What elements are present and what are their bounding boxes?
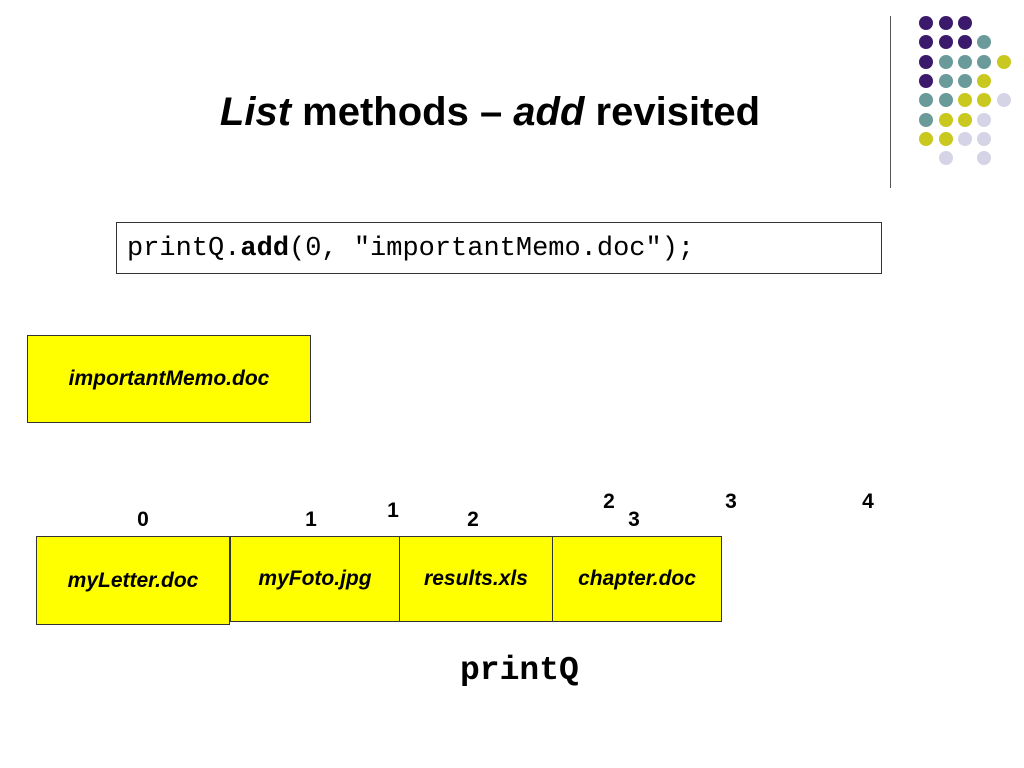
decorative-dot — [938, 73, 953, 88]
list-cell: chapter.doc — [552, 536, 722, 622]
title-methods-word: methods – — [291, 90, 514, 134]
decorative-dot — [919, 112, 934, 127]
list-cell: results.xls — [399, 536, 553, 622]
title-revisited-word: revisited — [584, 90, 761, 134]
decorative-dot — [957, 73, 972, 88]
title-add-word: add — [513, 90, 585, 134]
decorative-dot — [957, 93, 972, 108]
decorative-dot — [977, 54, 992, 69]
decorative-dot — [919, 54, 934, 69]
new-index-label: 3 — [725, 490, 737, 513]
list-cell: myFoto.jpg — [230, 536, 400, 622]
decorative-dot — [957, 35, 972, 50]
decorative-dot — [919, 35, 934, 50]
old-index-label: 1 — [305, 508, 317, 531]
decorative-dot — [977, 73, 992, 88]
decorative-dot — [996, 93, 1011, 108]
decorative-dot — [977, 151, 992, 166]
decorative-dot — [938, 131, 953, 146]
code-args: (0, "importantMemo.doc"); — [289, 234, 695, 264]
new-index-label: 4 — [862, 490, 874, 513]
code-method: add — [240, 234, 290, 264]
decorative-dot — [957, 16, 972, 30]
decorative-dot — [957, 54, 972, 69]
old-index-label: 3 — [628, 508, 640, 531]
list-cell-label: myLetter.doc — [67, 568, 199, 592]
new-item-label: importantMemo.doc — [68, 367, 270, 390]
decorative-dot — [977, 112, 992, 127]
decorative-dot — [919, 73, 934, 88]
decorative-dot — [996, 54, 1011, 69]
decorative-dot — [919, 16, 934, 30]
decorative-divider — [890, 16, 891, 188]
list-cell-label: myFoto.jpg — [258, 567, 372, 590]
decorative-dot — [938, 35, 953, 50]
decorative-dot — [938, 112, 953, 127]
new-index-label: 1 — [387, 499, 399, 522]
old-index-label: 0 — [137, 508, 149, 531]
old-index-label: 2 — [467, 508, 479, 531]
code-statement-box: printQ.add(0, "importantMemo.doc"); — [116, 222, 882, 274]
decorative-dot — [957, 131, 972, 146]
decorative-dot — [977, 131, 992, 146]
list-variable-name: printQ — [460, 652, 579, 689]
list-cell-label: chapter.doc — [578, 567, 696, 590]
new-item-box: importantMemo.doc — [27, 335, 311, 423]
decorative-dot — [977, 35, 992, 50]
slide-title: List methods – add revisited — [0, 90, 980, 135]
title-list-word: List — [219, 90, 292, 134]
list-cell: myLetter.doc — [36, 536, 230, 625]
decorative-dot — [938, 16, 953, 30]
code-prefix: printQ. — [127, 234, 241, 264]
decorative-dot — [938, 93, 953, 108]
decorative-dot — [919, 131, 934, 146]
decorative-dot — [938, 151, 953, 166]
decorative-dot — [977, 93, 992, 108]
decorative-dot — [938, 54, 953, 69]
list-cell-label: results.xls — [424, 567, 528, 590]
new-index-label: 2 — [603, 490, 615, 513]
decorative-dot — [957, 112, 972, 127]
decorative-dot — [919, 93, 934, 108]
